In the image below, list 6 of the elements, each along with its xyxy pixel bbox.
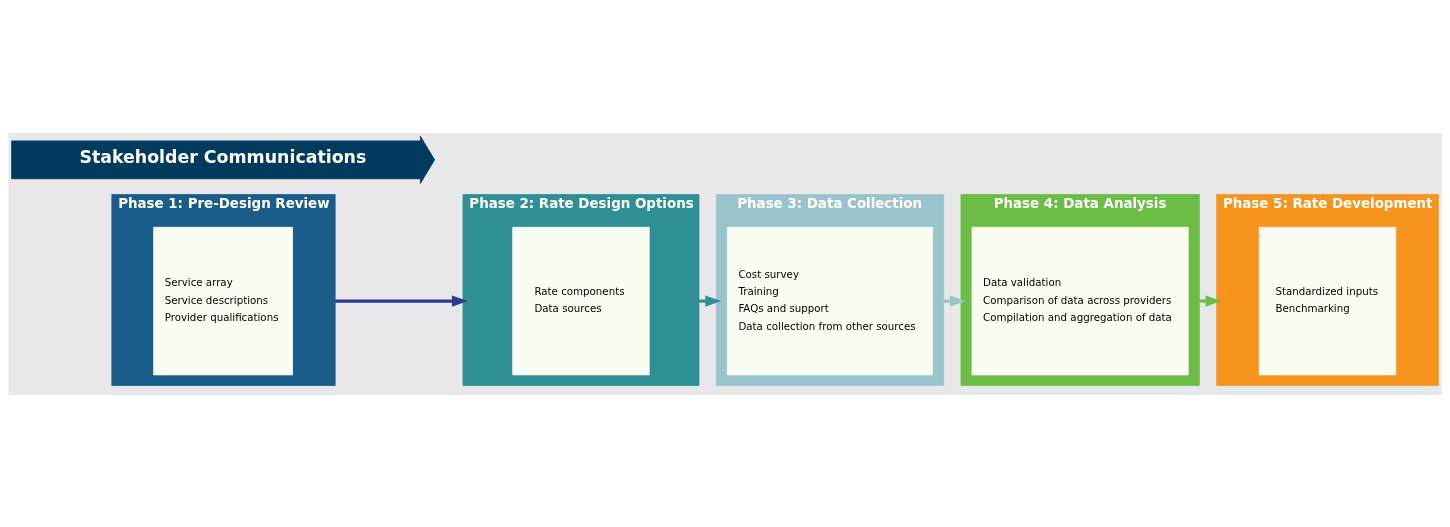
node-box: Data validation Comparison of data across providers Compilation and aggregation of data [971,226,1189,375]
node-box: Standardized inputs Benchmarking [1258,226,1397,375]
node-box: Rate components Data sources [512,226,650,375]
arrow [335,295,468,307]
node-box: Service array Service descriptions Provider qualifications [153,226,293,375]
node-box: Cost survey Training FAQs and support Data collection from other sources [726,226,933,375]
